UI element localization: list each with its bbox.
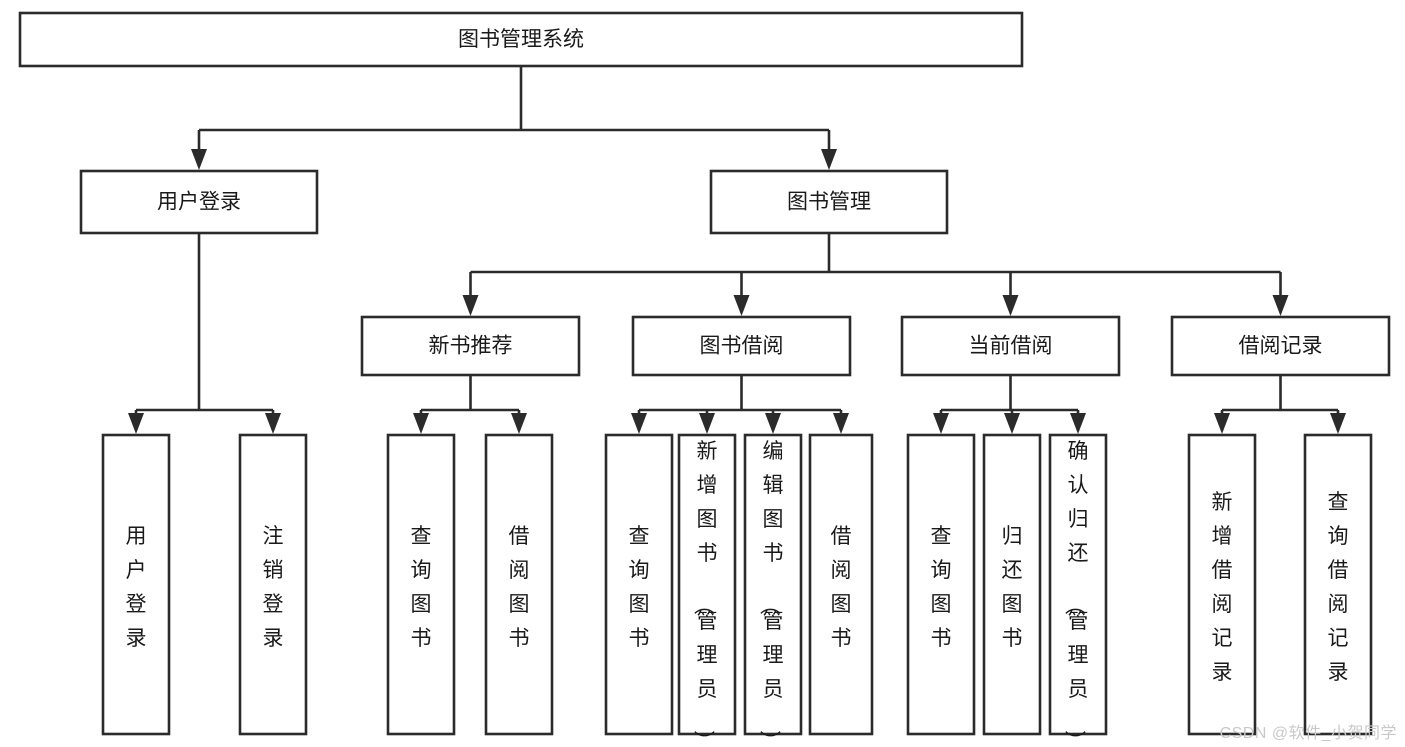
node-box-leaf-cur-return — [982, 433, 1042, 736]
node-box-newbook — [360, 315, 581, 377]
node-label-newbook: 新书推荐 — [429, 335, 513, 358]
node-borrow[interactable]: 图书借阅 — [631, 315, 852, 377]
node-box-borrow — [631, 315, 852, 377]
node-label-leaf-rec-query: 查询借阅记录 — [1328, 491, 1349, 684]
node-box-leaf-cur-query — [906, 433, 976, 736]
node-box-leaf-user-login — [101, 433, 171, 736]
node-box-leaf-user-logout — [238, 433, 308, 736]
node-label-leaf-cur-return: 归还图书 — [1002, 525, 1023, 650]
node-leaf-bk-edit[interactable]: 编辑图书（管理员） — [743, 433, 803, 747]
node-box-leaf-rec-query — [1303, 433, 1373, 736]
node-leaf-bk-borrow[interactable]: 借阅图书 — [808, 433, 874, 736]
node-leaf-user-logout[interactable]: 注销登录 — [238, 433, 308, 736]
node-login[interactable]: 用户登录 — [79, 169, 319, 235]
node-leaf-rec-query[interactable]: 查询借阅记录 — [1303, 433, 1373, 736]
node-label-leaf-cur-confirm: 确认归还（管理员） — [1063, 440, 1089, 747]
node-leaf-user-login[interactable]: 用户登录 — [101, 433, 171, 736]
node-box-leaf-bk-query — [604, 433, 674, 736]
node-box-leaf-nb-query — [386, 433, 456, 736]
node-box-root — [18, 11, 1024, 68]
node-leaf-cur-query[interactable]: 查询图书 — [906, 433, 976, 736]
watermark: CSDN @软件_小贺同学 — [1219, 725, 1397, 742]
node-label-login: 用户登录 — [157, 191, 241, 214]
node-label-root: 图书管理系统 — [458, 28, 584, 51]
node-layer: 图书管理系统用户登录图书管理新书推荐图书借阅当前借阅借阅记录用户登录注销登录查询… — [18, 11, 1391, 747]
node-label-leaf-user-login: 用户登录 — [126, 525, 147, 650]
node-label-books: 图书管理 — [787, 191, 871, 214]
node-record[interactable]: 借阅记录 — [1170, 315, 1391, 377]
node-label-record: 借阅记录 — [1239, 335, 1323, 358]
node-box-books — [709, 169, 949, 235]
node-label-leaf-bk-edit: 编辑图书（管理员） — [758, 440, 784, 747]
node-label-leaf-nb-borrow: 借阅图书 — [509, 525, 530, 650]
node-box-leaf-bk-add — [677, 433, 737, 736]
node-label-current: 当前借阅 — [969, 335, 1053, 358]
node-root[interactable]: 图书管理系统 — [18, 11, 1024, 68]
node-box-leaf-rec-add — [1187, 433, 1257, 736]
node-leaf-nb-borrow[interactable]: 借阅图书 — [484, 433, 554, 736]
node-box-leaf-bk-borrow — [808, 433, 874, 736]
node-label-leaf-nb-query: 查询图书 — [411, 525, 432, 650]
node-current[interactable]: 当前借阅 — [900, 315, 1121, 377]
edge-layer — [128, 66, 1346, 434]
node-box-login — [79, 169, 319, 235]
node-leaf-bk-add[interactable]: 新增图书（管理员） — [677, 433, 737, 747]
node-leaf-bk-query[interactable]: 查询图书 — [604, 433, 674, 736]
node-label-leaf-bk-query: 查询图书 — [629, 525, 650, 650]
node-box-leaf-bk-edit — [743, 433, 803, 736]
node-label-borrow: 图书借阅 — [700, 335, 784, 358]
node-leaf-cur-confirm[interactable]: 确认归还（管理员） — [1048, 433, 1108, 747]
node-label-leaf-user-logout: 注销登录 — [263, 525, 284, 650]
node-books[interactable]: 图书管理 — [709, 169, 949, 235]
node-leaf-cur-return[interactable]: 归还图书 — [982, 433, 1042, 736]
node-newbook[interactable]: 新书推荐 — [360, 315, 581, 377]
node-label-leaf-bk-borrow: 借阅图书 — [831, 525, 852, 650]
node-box-leaf-cur-confirm — [1048, 433, 1108, 736]
node-label-leaf-cur-query: 查询图书 — [931, 525, 952, 650]
node-box-record — [1170, 315, 1391, 377]
node-label-leaf-bk-add: 新增图书（管理员） — [692, 440, 718, 747]
node-leaf-rec-add[interactable]: 新增借阅记录 — [1187, 433, 1257, 736]
node-label-leaf-rec-add: 新增借阅记录 — [1212, 491, 1233, 684]
node-box-leaf-nb-borrow — [484, 433, 554, 736]
node-leaf-nb-query[interactable]: 查询图书 — [386, 433, 456, 736]
node-box-current — [900, 315, 1121, 377]
